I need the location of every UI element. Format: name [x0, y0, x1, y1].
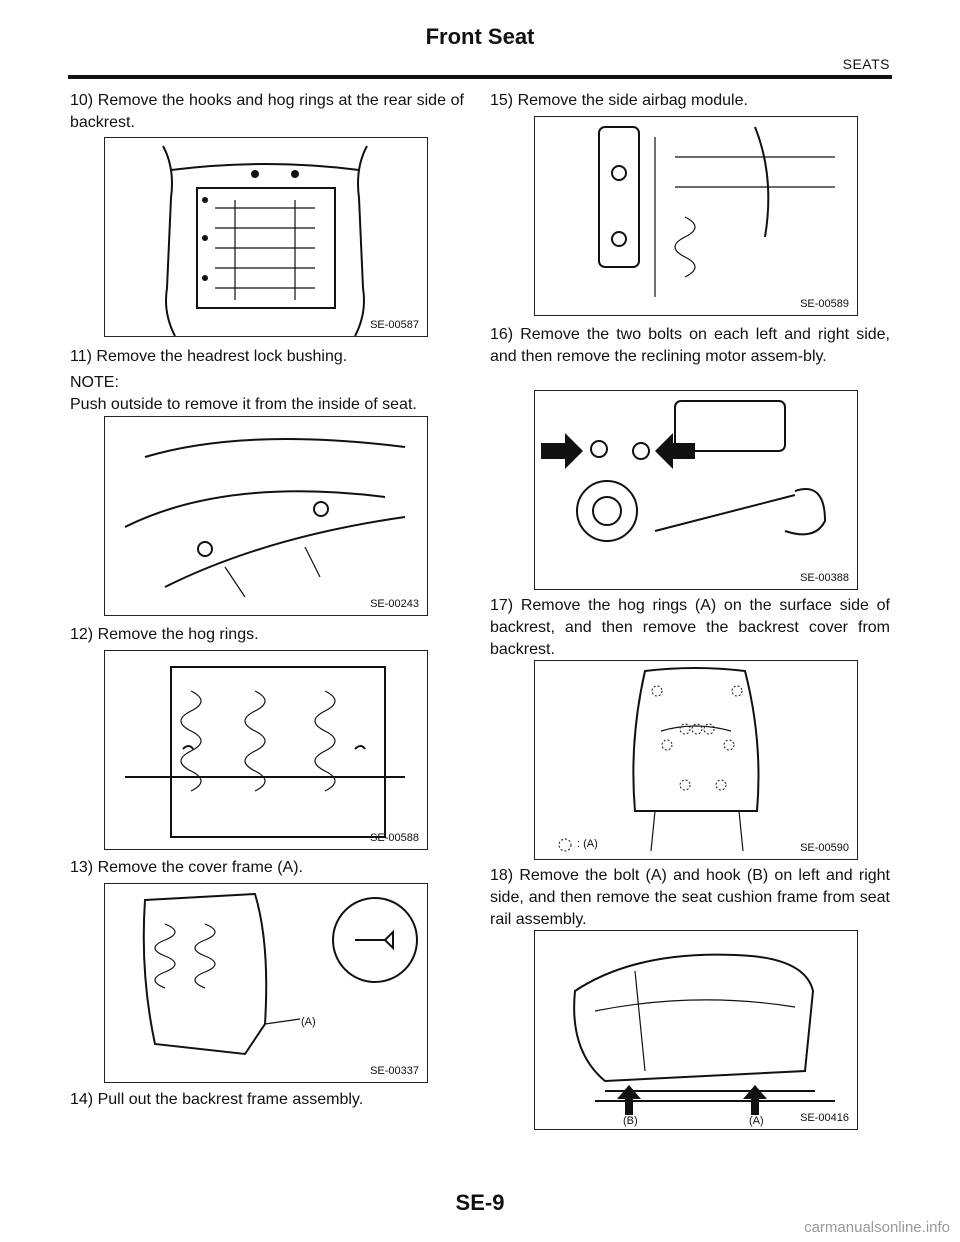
section-name: SEATS — [842, 56, 890, 72]
step-18: 18) Remove the bolt (A) and hook (B) on … — [490, 867, 890, 928]
hog-rings-illustration — [125, 666, 405, 838]
figure-code: SE-00337 — [370, 1065, 419, 1077]
callout-b: (B) — [623, 1115, 638, 1127]
figure-se-00590: : (A) SE-00590 — [534, 660, 858, 860]
cover-frame-illustration — [142, 892, 418, 1056]
step-10: 10) Remove the hooks and hog rings at th… — [70, 92, 464, 131]
note-text: Push outside to remove it from the insid… — [70, 396, 417, 413]
seat-cushion-illustration — [573, 953, 835, 1115]
figure-se-00243: SE-00243 — [104, 416, 428, 616]
note-label: NOTE: — [70, 374, 119, 391]
figure-code: SE-00587 — [370, 319, 419, 331]
page-number: SE-9 — [455, 1190, 505, 1215]
figure-se-00388: SE-00388 — [534, 390, 858, 590]
headrest-bushing-illustration — [124, 438, 406, 598]
header-rule — [68, 75, 892, 79]
backrest-rear-illustration — [162, 145, 368, 336]
legend-a: : (A) — [577, 838, 598, 850]
figure-code: SE-00388 — [800, 572, 849, 584]
figure-se-00416: (B) (A) SE-00416 — [534, 930, 858, 1130]
side-airbag-illustration — [598, 126, 835, 297]
figure-code: SE-00588 — [370, 832, 419, 844]
step-15: 15) Remove the side airbag module. — [490, 92, 748, 109]
step-11: 11) Remove the headrest lock bushing. — [70, 348, 348, 365]
figure-se-00337: (A) SE-00337 — [104, 883, 428, 1083]
figure-code: SE-00243 — [370, 598, 419, 610]
page-title: Front Seat — [425, 24, 535, 49]
figure-code: SE-00416 — [800, 1112, 849, 1124]
figure-se-00589: SE-00589 — [534, 116, 858, 316]
step-17: 17) Remove the hog rings (A) on the surf… — [490, 597, 890, 658]
callout-a: (A) — [301, 1016, 316, 1028]
step-13: 13) Remove the cover frame (A). — [70, 859, 303, 876]
figure-code: SE-00589 — [800, 298, 849, 310]
figure-se-00588: SE-00588 — [104, 650, 428, 850]
figure-se-00587: SE-00587 — [104, 137, 428, 337]
figure-code: SE-00590 — [800, 842, 849, 854]
step-16: 16) Remove the two bolts on each left an… — [490, 326, 890, 365]
step-14: 14) Pull out the backrest frame assembly… — [70, 1091, 364, 1108]
step-12: 12) Remove the hog rings. — [70, 626, 259, 643]
reclining-motor-illustration — [541, 400, 827, 542]
callout-a: (A) — [749, 1115, 764, 1127]
backrest-cover-illustration — [558, 667, 760, 852]
watermark: carmanualsonline.info — [804, 1219, 950, 1236]
